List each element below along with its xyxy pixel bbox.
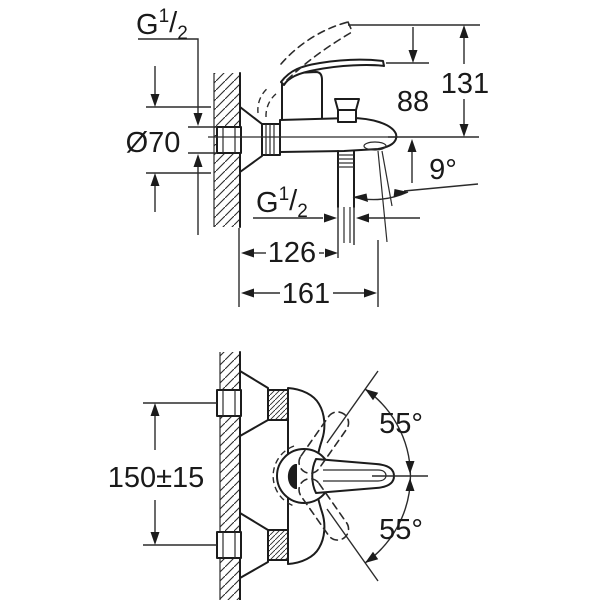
- pivot-arc-2: [265, 92, 278, 118]
- label-escutcheon-diameter: Ø70: [126, 127, 181, 159]
- dim-total-height: 131: [348, 24, 489, 138]
- thread-nipple-front: [261, 123, 281, 156]
- spout-body-front: [279, 117, 398, 153]
- dim-connection-spacing: 150±15: [108, 402, 217, 546]
- label-swing-lower: 55°: [379, 514, 423, 546]
- label-total-height: 131: [441, 68, 489, 100]
- label-connection-spacing: 150±15: [108, 462, 205, 494]
- label-swing-upper: 55°: [379, 408, 423, 440]
- lever-socket-dark: [287, 464, 297, 489]
- diverter-knob: [334, 98, 360, 123]
- shower-outlet: [337, 150, 355, 243]
- lever-swing-dashed: [272, 411, 350, 541]
- dim-escutcheon-diameter: Ø70: [126, 66, 211, 212]
- front-view: G1/2 Ø70 131 88: [126, 6, 490, 310]
- dim-reach-161: 161: [241, 240, 379, 310]
- lever-down-position: [298, 477, 350, 541]
- lever-raised-dashed: [257, 21, 353, 118]
- escutcheon-front: [239, 106, 263, 173]
- label-wall-thread: G1/2: [136, 6, 188, 44]
- lever-up-position: [298, 411, 350, 475]
- water-stream: [377, 150, 393, 243]
- label-outlet-thread: G1/2: [256, 184, 308, 222]
- upper-connection: [216, 370, 289, 437]
- dim-reach-126: 126: [238, 228, 338, 307]
- pivot-arc-1: [257, 86, 270, 114]
- plan-view: 55° 55° 150±15: [108, 351, 428, 600]
- label-reach-126: 126: [268, 237, 316, 269]
- label-body-height: 88: [397, 86, 429, 118]
- label-reach-161: 161: [282, 278, 330, 310]
- lever-handle-front: [280, 58, 385, 86]
- dim-wall-thread: G1/2: [136, 6, 217, 235]
- swing-arc: [364, 388, 412, 564]
- dim-outlet-thread: G1/2: [253, 184, 420, 258]
- dim-lever-swing: 55° 55°: [326, 370, 428, 582]
- lower-connection: [216, 512, 289, 579]
- aerator-outlet: [363, 141, 387, 151]
- s-union-nut-front: [216, 126, 242, 154]
- dim-spout-angle: 9°: [352, 154, 479, 202]
- label-spout-angle: 9°: [429, 154, 457, 186]
- dim-body-height: 88: [386, 27, 429, 183]
